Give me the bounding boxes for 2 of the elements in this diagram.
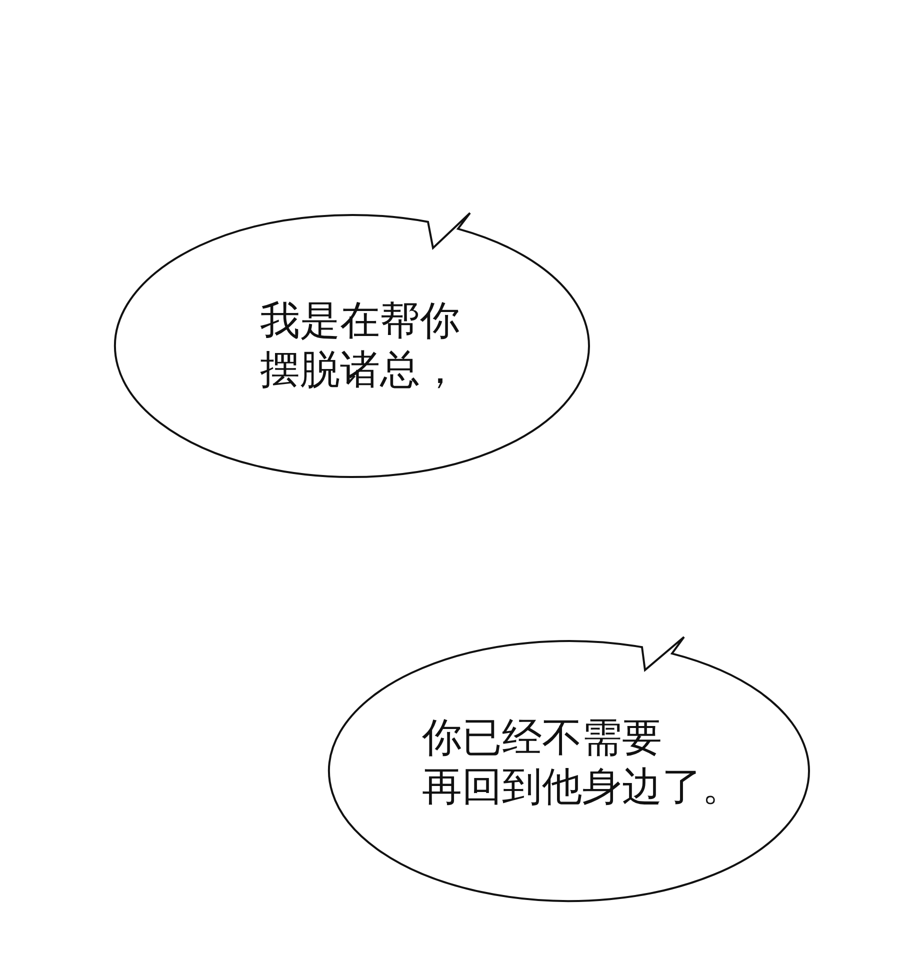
dialogue-text: 我是在帮你摆脱诸总， (260, 297, 460, 395)
dialogue-text: 你已经不需要再回到他身边了。 (422, 714, 742, 812)
